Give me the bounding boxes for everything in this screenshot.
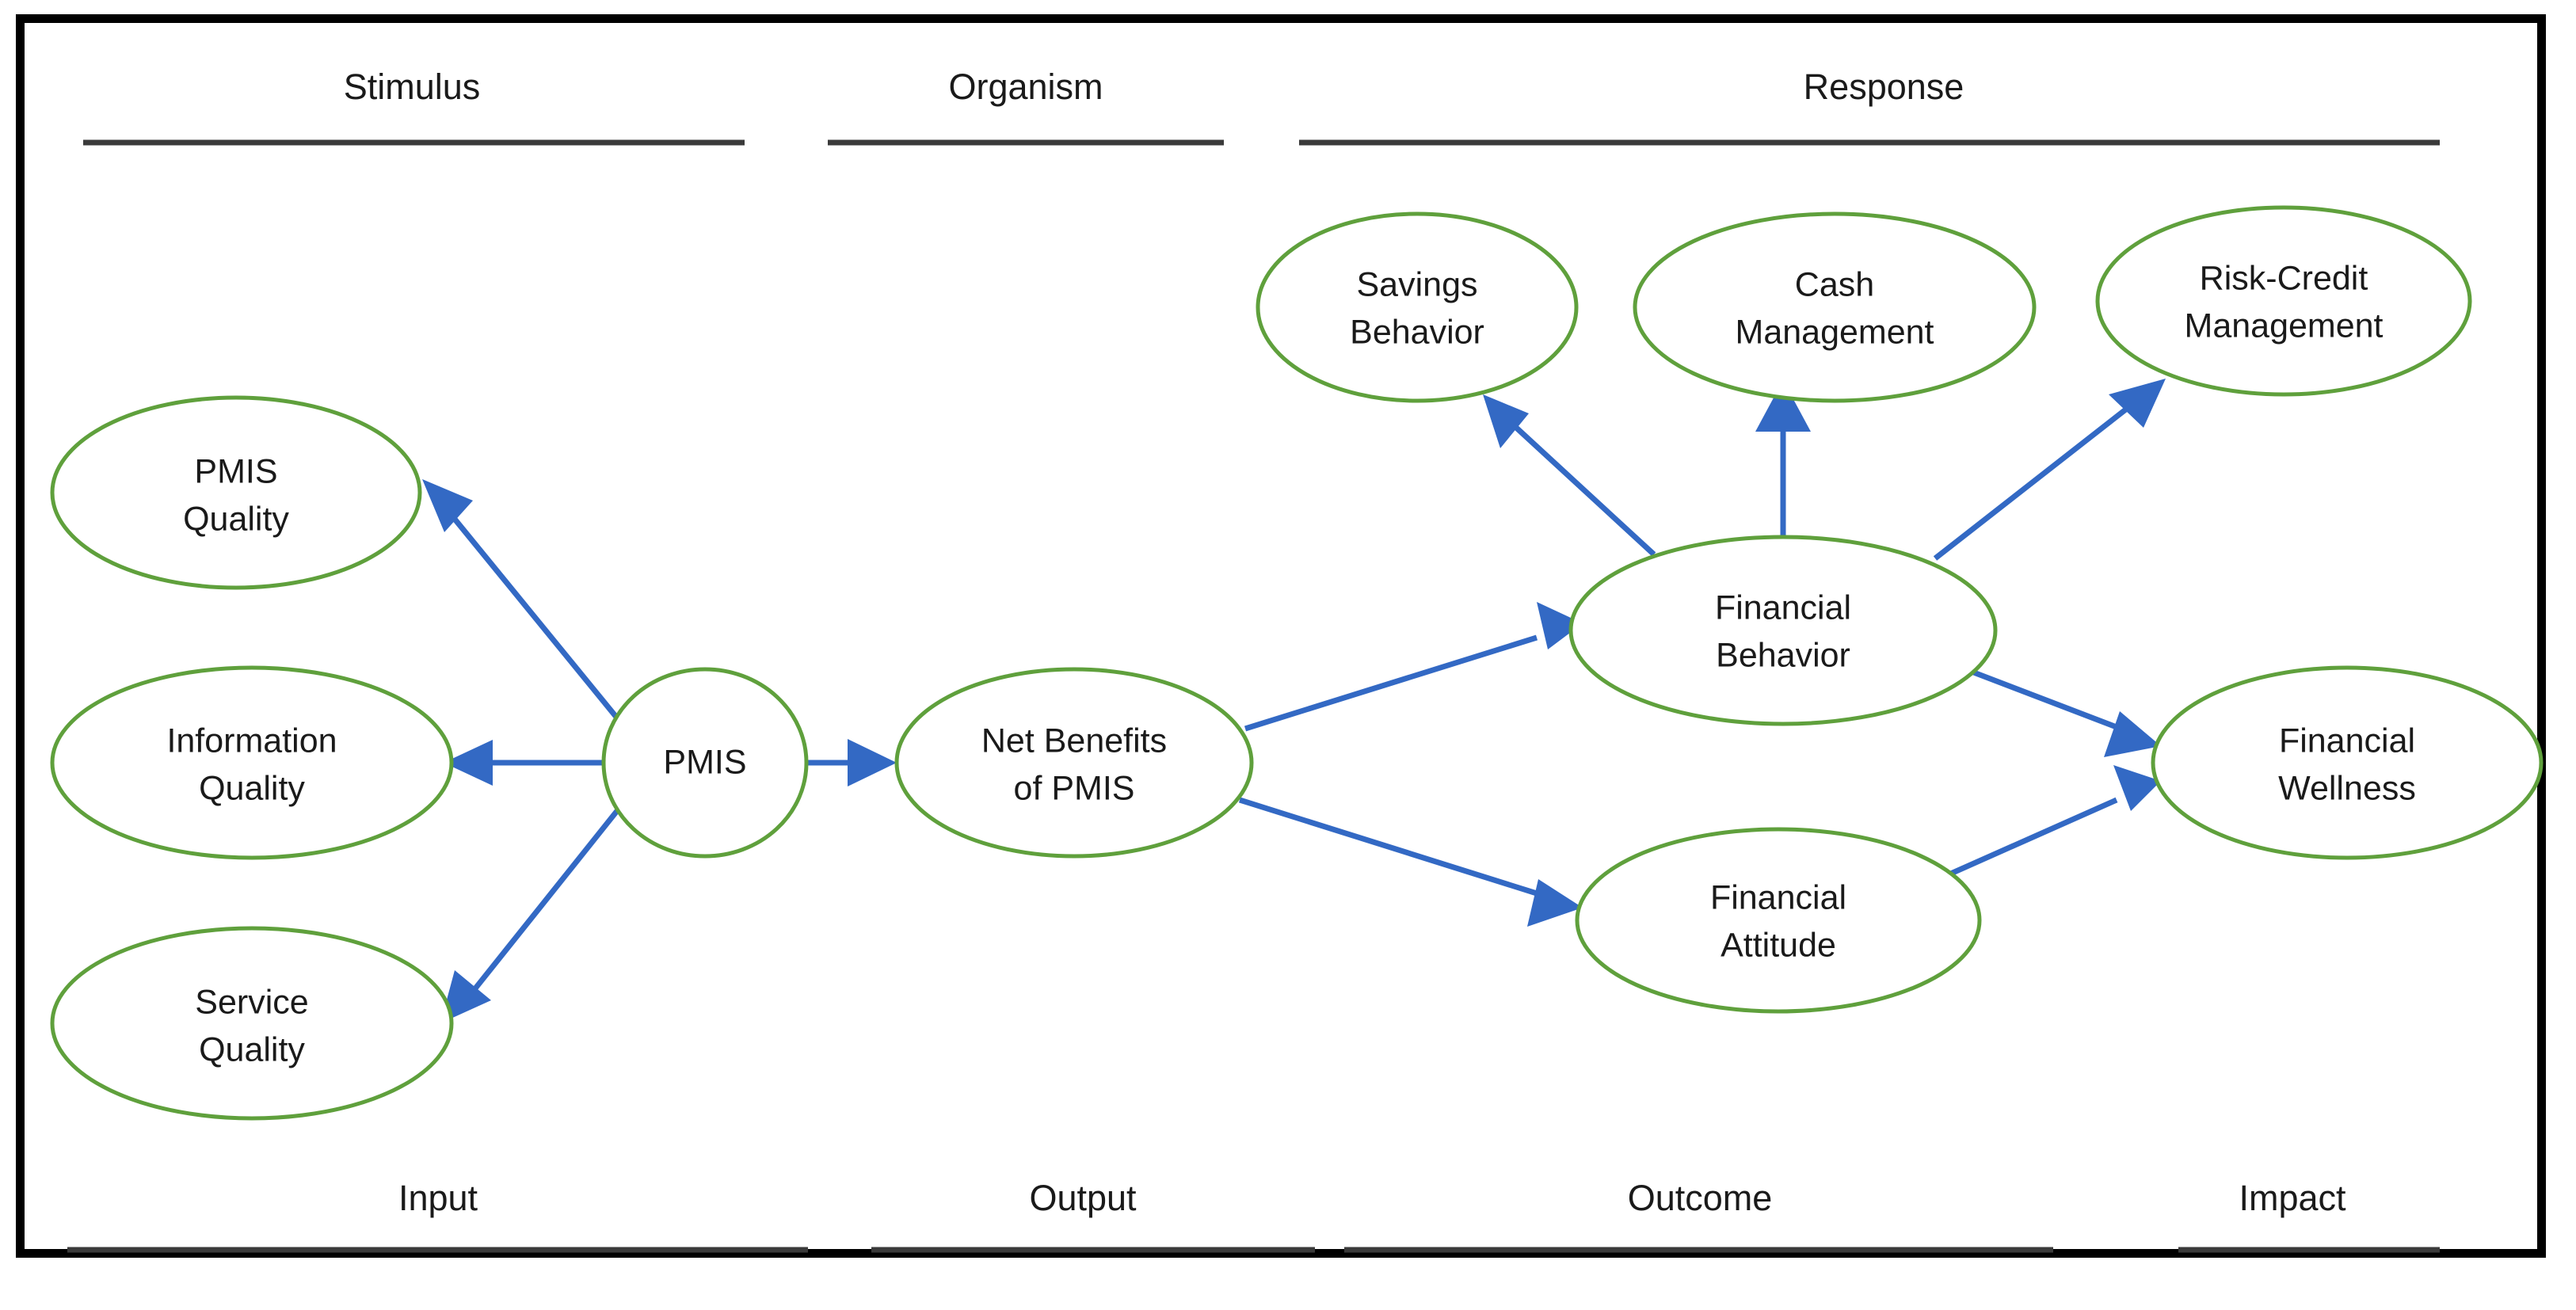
node-net-benefits-line1: Net Benefits	[981, 722, 1167, 760]
edge-net-benefits-to-financial-behavior	[1244, 602, 1583, 732]
node-risk-credit-management[interactable]: Risk-Credit Management	[2095, 205, 2472, 397]
edge-pmis-to-service-quality	[440, 798, 628, 1023]
node-service-quality-line2: Quality	[199, 1030, 305, 1068]
node-financial-attitude[interactable]: Financial Attitude	[1575, 827, 1982, 1014]
node-financial-attitude-line1: Financial	[1710, 878, 1846, 916]
node-net-benefits-line2: of PMIS	[1014, 769, 1135, 807]
node-cash-management-line2: Management	[1736, 313, 1934, 351]
edge-pmis-to-information-quality	[444, 740, 602, 786]
node-savings-behavior-line2: Behavior	[1350, 313, 1484, 351]
node-net-benefits-of-pmis[interactable]: Net Benefits of PMIS	[894, 667, 1254, 859]
node-pmis-quality-line1: PMIS	[194, 452, 277, 490]
node-savings-behavior-line1: Savings	[1357, 265, 1478, 303]
node-financial-behavior-line1: Financial	[1715, 588, 1851, 626]
node-savings-behavior[interactable]: Savings Behavior	[1256, 211, 1579, 403]
node-risk-credit-management-line2: Management	[2185, 307, 2384, 345]
edge-pmis-to-net-benefits	[806, 739, 897, 786]
band-label-organism: Organism	[948, 67, 1103, 107]
node-pmis-quality[interactable]: PMIS Quality	[50, 395, 422, 590]
node-financial-wellness-line2: Wellness	[2278, 769, 2416, 807]
band-label-response: Response	[1804, 67, 1964, 107]
edge-financial-behavior-to-risk-credit-management	[1933, 379, 2166, 561]
band-label-outcome: Outcome	[1628, 1178, 1773, 1218]
node-information-quality[interactable]: Information Quality	[50, 665, 454, 860]
node-risk-credit-management-line1: Risk-Credit	[2200, 259, 2368, 297]
node-cash-management-line1: Cash	[1795, 265, 1874, 303]
node-financial-behavior[interactable]: Financial Behavior	[1568, 535, 1998, 726]
node-pmis-quality-line2: Quality	[183, 500, 289, 538]
node-service-quality-line1: Service	[195, 983, 308, 1021]
node-pmis[interactable]: PMIS	[601, 667, 809, 859]
node-financial-attitude-line2: Attitude	[1721, 926, 1836, 964]
band-label-output: Output	[1029, 1178, 1137, 1218]
node-pmis-line1: PMIS	[663, 743, 746, 781]
edge-pmis-to-pmis-quality	[422, 479, 628, 731]
node-financial-wellness[interactable]: Financial Wellness	[2151, 665, 2544, 860]
edge-net-benefits-to-financial-attitude	[1238, 797, 1583, 927]
band-label-input: Input	[398, 1178, 478, 1218]
node-cash-management[interactable]: Cash Management	[1633, 211, 2037, 403]
edge-financial-behavior-to-cash-management	[1755, 380, 1811, 537]
node-information-quality-line2: Quality	[199, 769, 305, 807]
edge-financial-behavior-to-savings-behavior	[1483, 394, 1656, 557]
node-service-quality[interactable]: Service Quality	[50, 926, 454, 1121]
node-financial-wellness-line1: Financial	[2279, 722, 2415, 760]
band-label-impact: Impact	[2239, 1178, 2346, 1218]
band-label-stimulus: Stimulus	[344, 67, 481, 107]
node-information-quality-line1: Information	[166, 722, 337, 760]
node-financial-behavior-line2: Behavior	[1716, 636, 1850, 674]
